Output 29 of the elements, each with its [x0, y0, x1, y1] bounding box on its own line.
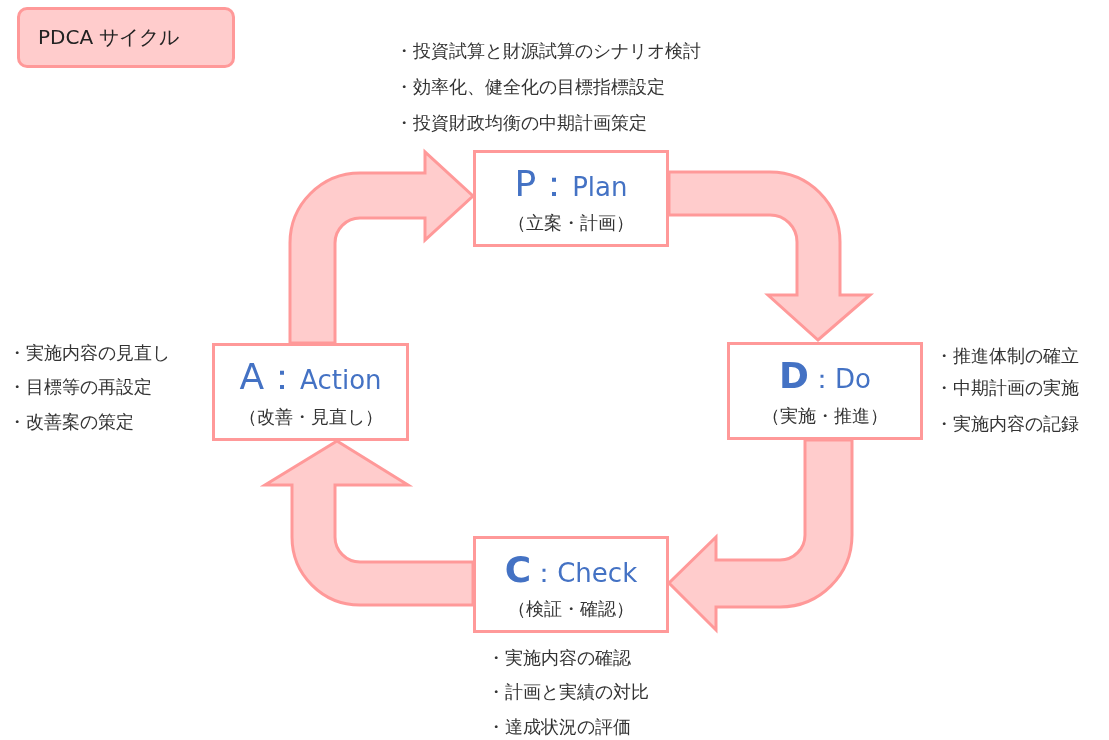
bullet-item: ・投資試算と財源試算のシナリオ検討 [395, 42, 701, 60]
stage-heading: D：Do [779, 354, 871, 398]
stage-box [473, 536, 669, 633]
bullet-item: ・推進体制の確立 [935, 347, 1079, 365]
bullet-item: ・改善案の策定 [8, 413, 134, 431]
arrow [667, 170, 872, 342]
bullet-item: ・効率化、健全化の目標指標設定 [395, 78, 665, 96]
bullet-item: ・実施内容の記録 [935, 415, 1079, 433]
stage-subtitle: （改善・見直し） [238, 404, 383, 429]
bullet-item: ・目標等の再設定 [8, 378, 152, 396]
bullet-item: ・計画と実績の対比 [487, 683, 649, 701]
bullet-item: ・実施内容の確認 [487, 649, 631, 667]
stage-box [727, 342, 923, 440]
stage-box [212, 343, 409, 441]
stage-subtitle: （実施・推進） [762, 403, 888, 428]
stage-heading: C：Check [504, 547, 638, 592]
stage-heading: P：Plan [514, 161, 628, 206]
stage-subtitle: （検証・確認） [508, 597, 634, 622]
bullet-item: ・投資財政均衡の中期計画策定 [395, 114, 647, 132]
arrow [288, 150, 475, 345]
stage-subtitle: （立案・計画） [508, 211, 634, 236]
bullet-item: ・達成状況の評価 [487, 718, 631, 736]
stage-box [473, 150, 669, 247]
arrow [667, 438, 854, 632]
bullet-item: ・実施内容の見直し [8, 344, 170, 362]
stage-heading: A：Action [239, 355, 382, 399]
bullet-item: ・中期計画の実施 [935, 379, 1079, 397]
title-badge: PDCA サイクル [17, 7, 235, 68]
arrow [263, 439, 475, 607]
